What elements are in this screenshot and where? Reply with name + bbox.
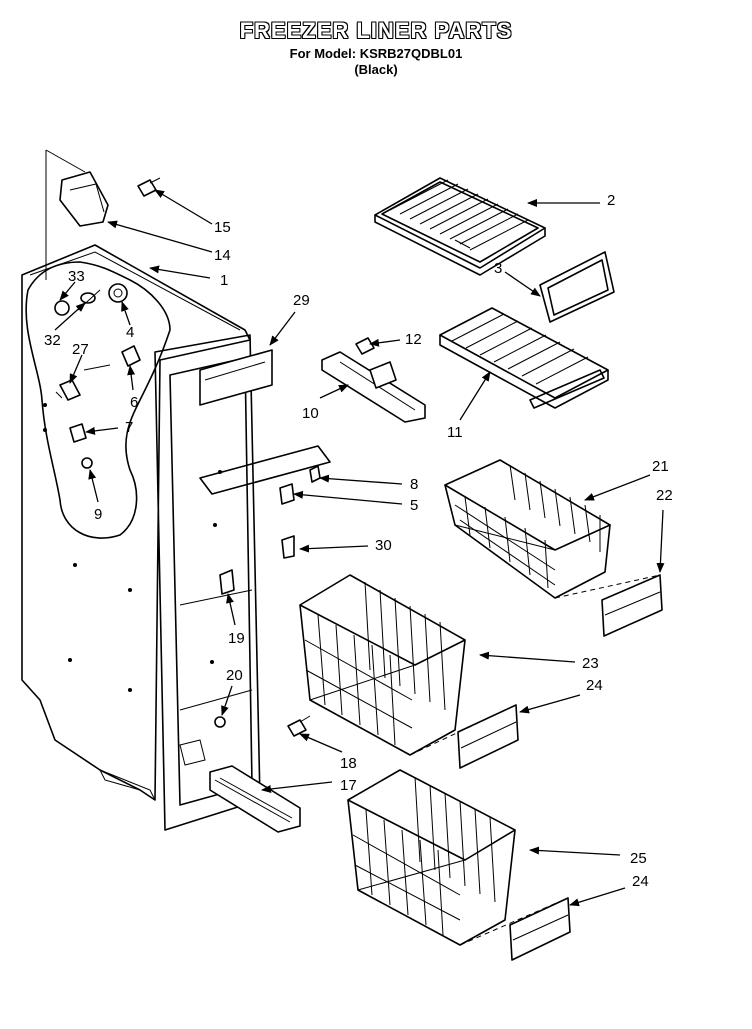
liner-components xyxy=(54,283,141,469)
label-18: 18 xyxy=(340,755,357,772)
label-32: 32 xyxy=(44,332,61,349)
part-10-bracket xyxy=(321,351,426,423)
label-11: 11 xyxy=(447,424,463,441)
part-22-panel xyxy=(554,574,663,637)
label-19: 19 xyxy=(228,630,245,647)
label-10: 10 xyxy=(302,405,319,422)
part-number-labels: 15 14 1 2 3 12 10 11 29 8 5 30 19 20 18 … xyxy=(44,192,673,890)
label-14: 14 xyxy=(214,247,231,264)
label-24-lower: 24 xyxy=(632,873,649,890)
label-9: 9 xyxy=(94,506,102,523)
label-6: 6 xyxy=(130,394,138,411)
label-1: 1 xyxy=(220,272,228,289)
label-15: 15 xyxy=(214,219,231,236)
label-5: 5 xyxy=(410,497,418,514)
label-33: 33 xyxy=(68,268,85,285)
label-30: 30 xyxy=(375,537,392,554)
part-15-screw xyxy=(137,177,161,197)
part-3-frame xyxy=(539,251,615,323)
part-2-shelf xyxy=(374,177,546,276)
label-3: 3 xyxy=(494,260,502,277)
label-21: 21 xyxy=(652,458,669,475)
label-22: 22 xyxy=(656,487,673,504)
diagram-title: FREEZER LINER PARTS xyxy=(239,18,513,43)
label-24-upper: 24 xyxy=(586,677,603,694)
part-12-screw xyxy=(355,337,375,355)
part-30-clip xyxy=(281,535,295,559)
part-11-wire-shelf xyxy=(439,307,609,409)
label-2: 2 xyxy=(607,192,615,209)
part-20-screw xyxy=(214,716,226,728)
label-17: 17 xyxy=(340,777,357,794)
label-12: 12 xyxy=(405,331,422,348)
model-color: (Black) xyxy=(354,62,398,77)
part-8-plate xyxy=(199,445,331,505)
model-number: For Model: KSRB27QDBL01 xyxy=(289,46,463,61)
label-7: 7 xyxy=(125,419,133,436)
part-23-basket xyxy=(299,574,466,756)
part-24-panel-lower xyxy=(459,897,571,961)
part-17-grille xyxy=(209,765,301,833)
part-25-basket xyxy=(347,769,516,946)
label-4: 4 xyxy=(126,324,134,341)
part-19-bracket xyxy=(219,569,235,595)
label-20: 20 xyxy=(226,667,243,684)
label-25: 25 xyxy=(630,850,647,867)
part-18-screw xyxy=(287,715,311,737)
label-8: 8 xyxy=(410,476,418,493)
label-27: 27 xyxy=(72,341,89,358)
label-29: 29 xyxy=(293,292,310,309)
part-21-basket xyxy=(444,459,611,599)
part-29-cover xyxy=(199,349,273,406)
part-14-bracket xyxy=(45,149,109,227)
part-24-panel-upper xyxy=(409,704,519,769)
label-23: 23 xyxy=(582,655,599,672)
leader-lines xyxy=(54,189,665,907)
